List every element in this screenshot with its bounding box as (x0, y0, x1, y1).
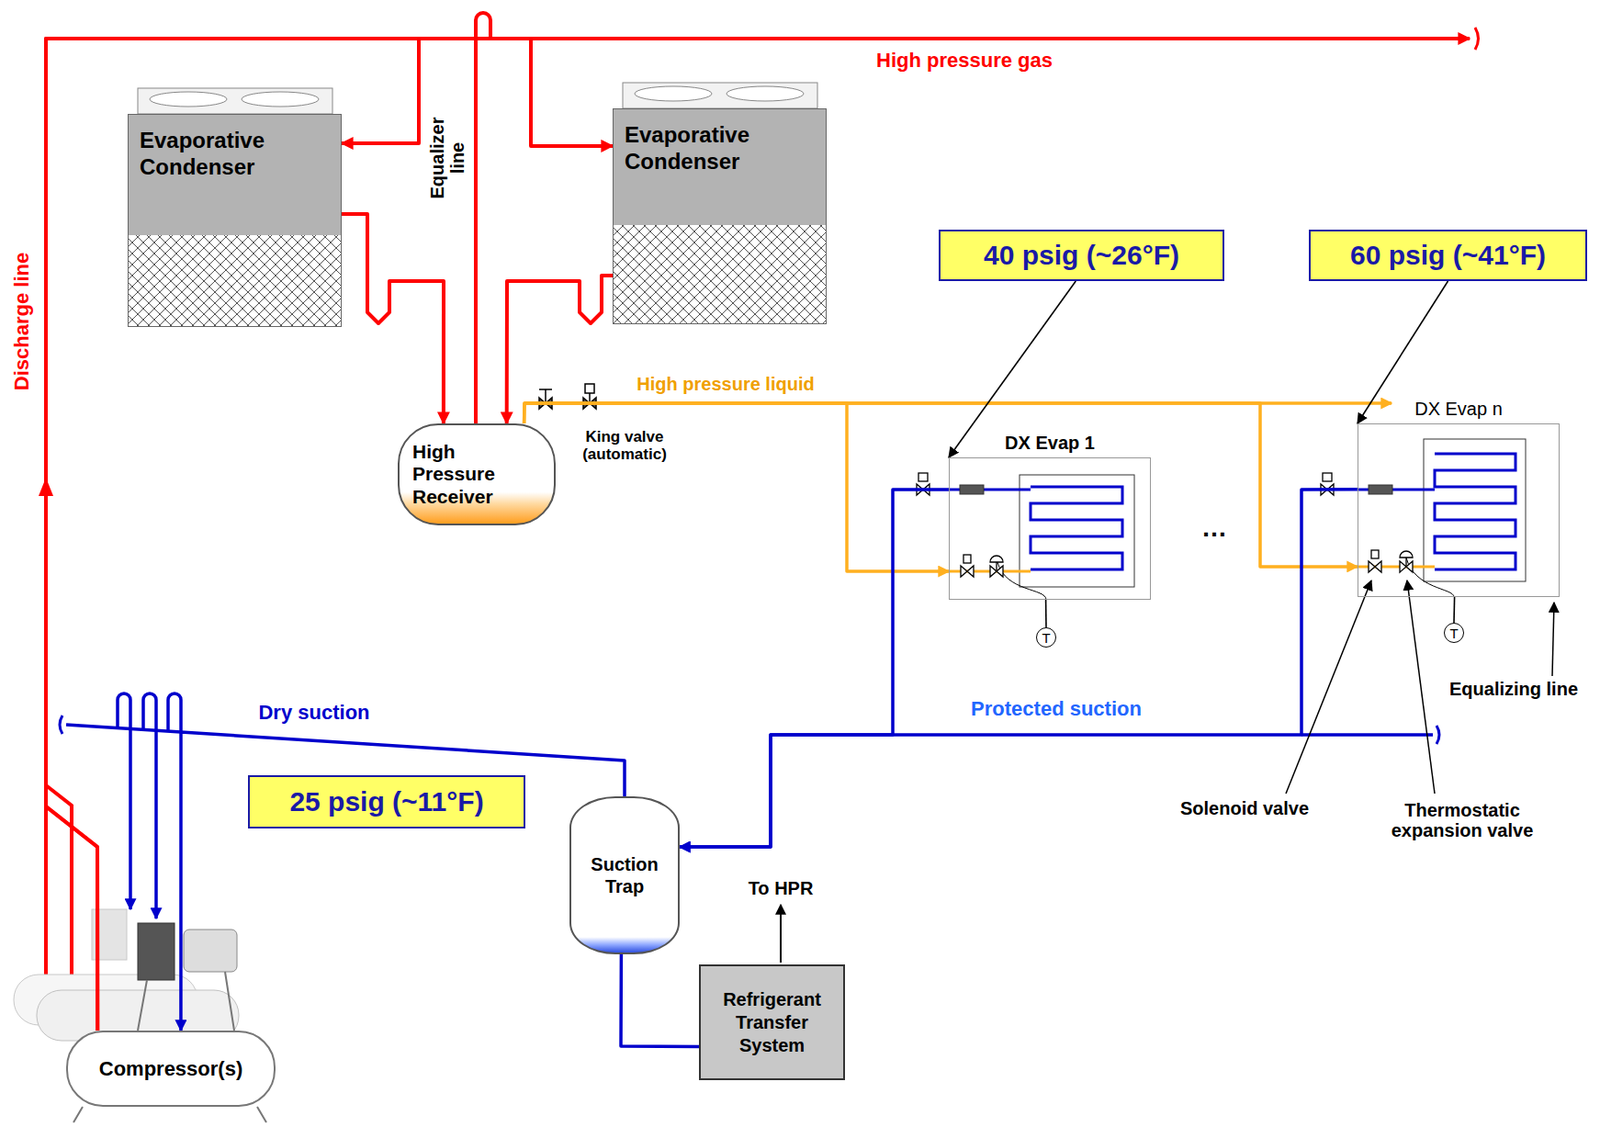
pressure-callout: 60 psig (~41°F) (1308, 229, 1588, 282)
sensor-bulb: T (1443, 622, 1465, 643)
diagram-label: Dry suction (258, 701, 370, 724)
pipe-connector (679, 489, 1358, 847)
node-text: DX Evap n (1358, 398, 1559, 420)
diagram-label: Equalizer line (427, 102, 468, 214)
pipe-connector (341, 214, 444, 424)
pipe-connector (948, 281, 1076, 458)
pipe-connector (524, 403, 1358, 567)
diagram-label: Discharge line (11, 252, 34, 391)
condenser-box: Evaporative Condenser (127, 113, 342, 327)
pipe-connector (1045, 599, 1048, 628)
diagram-label: … (1201, 514, 1228, 543)
diagram-label: High pressure gas (876, 49, 1053, 72)
node-text: Evaporative Condenser (624, 122, 781, 176)
node-text: 60 psig (~41°F) (1350, 239, 1546, 271)
diagram-label: Thermostatic expansion valve (1374, 800, 1550, 841)
condenser-box: Evaporative Condenser (612, 108, 827, 325)
diagram-label: Equalizing line (1449, 678, 1578, 699)
node-text: T (1449, 626, 1458, 641)
node-text: High Pressure Receiver (412, 440, 514, 508)
evaporator-box: DX Evap 1 (948, 457, 1151, 600)
node-text: 25 psig (~11°F) (289, 786, 484, 818)
diagram-label: High pressure liquid (636, 373, 814, 395)
pipe-connector (45, 38, 613, 1031)
node-text: Refrigerant Transfer System (706, 988, 838, 1058)
diagram-label: Protected suction (970, 698, 1142, 721)
node-text: Suction Trap (574, 853, 675, 898)
evaporator-box: DX Evap n (1357, 423, 1560, 598)
sensor-bulb: T (1036, 627, 1057, 648)
pipe-connector (524, 403, 949, 572)
node-text: T (1041, 630, 1050, 645)
pipe-connector (45, 38, 419, 1031)
node-text: DX Evap 1 (949, 432, 1150, 454)
leader-line (780, 580, 1555, 963)
pressure-callout: 25 psig (~11°F) (247, 775, 526, 829)
pipe-connector (620, 954, 699, 1047)
node-text: Evaporative Condenser (139, 127, 296, 181)
suction-trap: Suction Trap (569, 796, 680, 955)
pipe-connector (679, 489, 949, 847)
diagram-label: King valve (automatic) (564, 428, 685, 463)
pipe-connector (180, 732, 625, 1031)
evaporator-coil (948, 439, 1526, 600)
suction-piping (59, 693, 1440, 919)
node-text: Compressor(s) (99, 1057, 243, 1082)
pressure-callout: 40 psig (~26°F) (938, 229, 1225, 282)
pipe-connector (1453, 597, 1455, 623)
diagram-label: Solenoid valve (1180, 798, 1309, 819)
transfer-system-box: Refrigerant Transfer System (698, 964, 846, 1081)
receiver-vessel: High Pressure Receiver (397, 423, 556, 526)
node-text: 40 psig (~26°F) (983, 239, 1180, 271)
king-valve (539, 383, 597, 409)
gas-piping (45, 12, 1479, 991)
compressor-tank: Compressor(s) (66, 1030, 276, 1107)
pipe-connector (507, 275, 613, 424)
diagram-label: To HPR (748, 878, 814, 899)
